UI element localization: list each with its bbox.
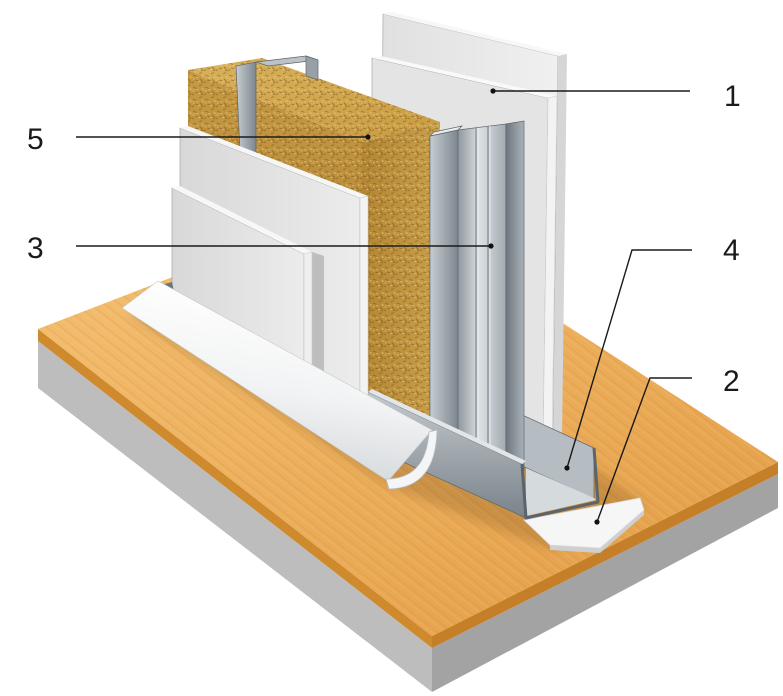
- cove-profile: [121, 280, 438, 490]
- track-inner-bottom: [526, 468, 596, 516]
- callout-1-dot: [490, 88, 496, 94]
- front-board-b-shadow: [312, 252, 324, 394]
- callout-4-leader: [566, 249, 692, 469]
- back-board-inner-top: [372, 56, 557, 98]
- metal-stud: [428, 120, 525, 471]
- sealing-tape: [523, 497, 645, 553]
- callout-3-label: 3: [27, 232, 44, 265]
- cove-end-cap: [385, 429, 438, 490]
- stud-right-flange: [505, 120, 525, 471]
- callout-2-label: 2: [723, 365, 740, 398]
- back-board-outer-top: [383, 12, 567, 56]
- callout-2-leader: [596, 377, 692, 523]
- callout-3-dot: [488, 243, 494, 249]
- back-stud-end: [235, 55, 319, 157]
- sealing-tape-top: [523, 497, 645, 549]
- stud-web: [457, 123, 507, 459]
- cove-surface: [121, 280, 433, 482]
- callout-1: 1: [490, 80, 741, 113]
- callout-4: 4: [564, 234, 740, 471]
- callout-1-label: 1: [724, 80, 741, 113]
- callout-5-label: 5: [27, 123, 44, 156]
- callout-2: 2: [594, 365, 740, 525]
- callout-5: 5: [27, 123, 371, 156]
- callout-4-dot: [564, 465, 570, 471]
- wood-edge-right: [432, 462, 778, 648]
- callout-2-dot: [594, 519, 600, 525]
- concrete-right-face: [432, 474, 778, 692]
- front-board-b-top: [172, 186, 312, 254]
- callout-4-label: 4: [723, 234, 740, 267]
- track-top-lip: [368, 389, 526, 464]
- insulation-cut-texture: [362, 122, 440, 420]
- wood-edge-left: [38, 329, 432, 648]
- stud-top-lip: [428, 125, 464, 137]
- back-board-outer-edge: [553, 54, 567, 442]
- back-stud-lip: [305, 55, 319, 81]
- track-end-profile: [520, 447, 600, 520]
- concrete-left-face: [38, 341, 432, 692]
- callout-3: 3: [27, 232, 494, 265]
- callout-5-dot: [365, 134, 371, 140]
- sealing-tape-edge: [550, 510, 644, 553]
- front-board-a-edge: [359, 195, 369, 407]
- front-board-a-top: [180, 126, 368, 198]
- stud-left-flange: [429, 129, 459, 449]
